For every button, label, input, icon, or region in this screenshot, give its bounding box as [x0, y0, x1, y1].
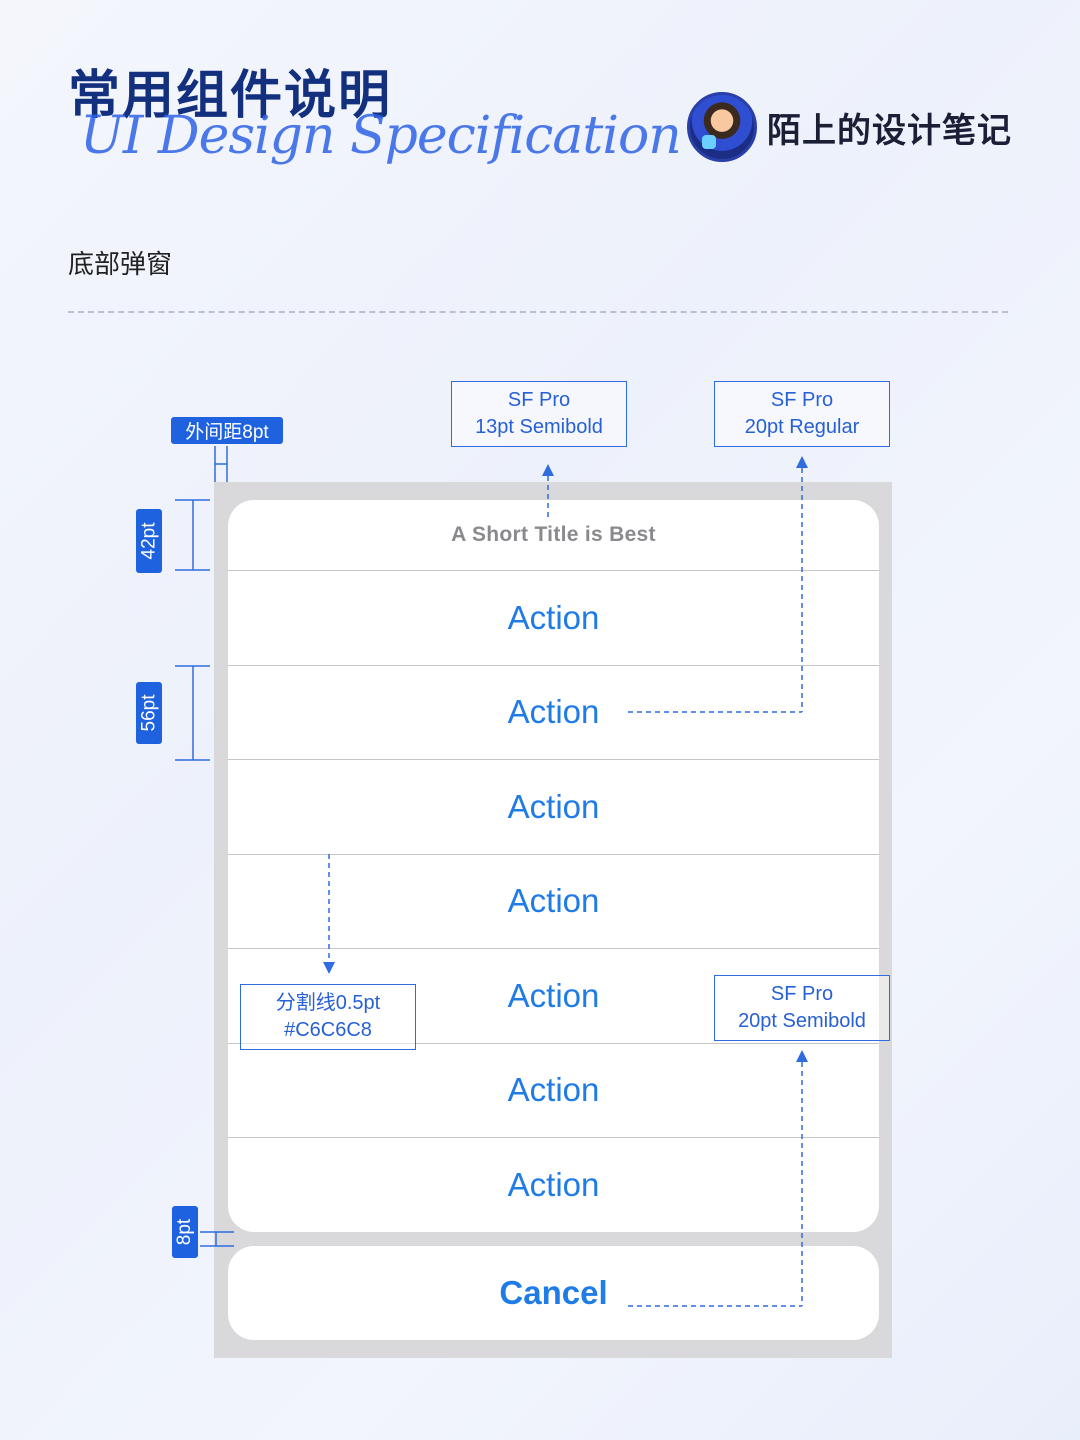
action-font-callout: SF Pro 20pt Regular — [714, 381, 890, 447]
row-height-bracket — [175, 665, 210, 761]
separator-callout-line2: #C6C6C8 — [284, 1019, 372, 1041]
action-button[interactable]: Action — [228, 949, 879, 1044]
title-height-tag: 42pt — [136, 509, 162, 573]
title-font-callout-line1: SF Pro — [507, 389, 571, 411]
separator-callout: 分割线0.5pt #C6C6C8 — [240, 984, 416, 1050]
section-divider — [68, 311, 1008, 313]
row-height-tag: 56pt — [136, 682, 162, 744]
action-button[interactable]: Action — [228, 571, 879, 666]
action-button[interactable]: Action — [228, 855, 879, 949]
action-button[interactable]: Action — [507, 1166, 600, 1204]
action-sheet-title: A Short Title is Best — [228, 500, 879, 571]
avatar — [687, 92, 757, 162]
section-title: 底部弹窗 — [68, 250, 173, 280]
cancel-font-callout-line1: SF Pro — [770, 983, 834, 1005]
cancel-font-callout: SF Pro 20pt Semibold — [714, 975, 890, 1041]
action-font-callout-line1: SF Pro — [770, 389, 834, 411]
brand: 陌上的设计笔记 — [687, 92, 1012, 162]
action-font-callout-line2: 20pt Regular — [744, 416, 860, 438]
page-title: 常用组件说明 — [68, 66, 393, 126]
gap-label: 8pt — [174, 1218, 196, 1246]
action-button[interactable]: Action — [228, 666, 879, 760]
title-height-bracket — [175, 499, 210, 571]
gap-tag: 8pt — [172, 1206, 198, 1258]
action-button[interactable]: Action — [228, 760, 879, 855]
outer-margin-bracket — [214, 446, 228, 482]
cancel-button[interactable]: Cancel — [228, 1246, 879, 1340]
action-button[interactable]: Action — [228, 1044, 879, 1138]
action-sheet-group: A Short Title is Best Action Action Acti… — [228, 500, 879, 1232]
separator-callout-line1: 分割线0.5pt — [275, 992, 381, 1014]
page-subtitle: UI Design Specification — [80, 106, 682, 166]
outer-margin-label: 外间距8pt — [185, 422, 269, 443]
cancel-font-callout-line2: 20pt Semibold — [738, 1010, 866, 1032]
title-font-callout: SF Pro 13pt Semibold — [451, 381, 627, 447]
row-height-label: 56pt — [138, 694, 160, 732]
brand-name: 陌上的设计笔记 — [767, 110, 1012, 151]
title-height-label: 42pt — [138, 522, 160, 560]
title-font-callout-line2: 13pt Semibold — [475, 416, 603, 438]
outer-margin-tag: 外间距8pt — [171, 417, 283, 444]
